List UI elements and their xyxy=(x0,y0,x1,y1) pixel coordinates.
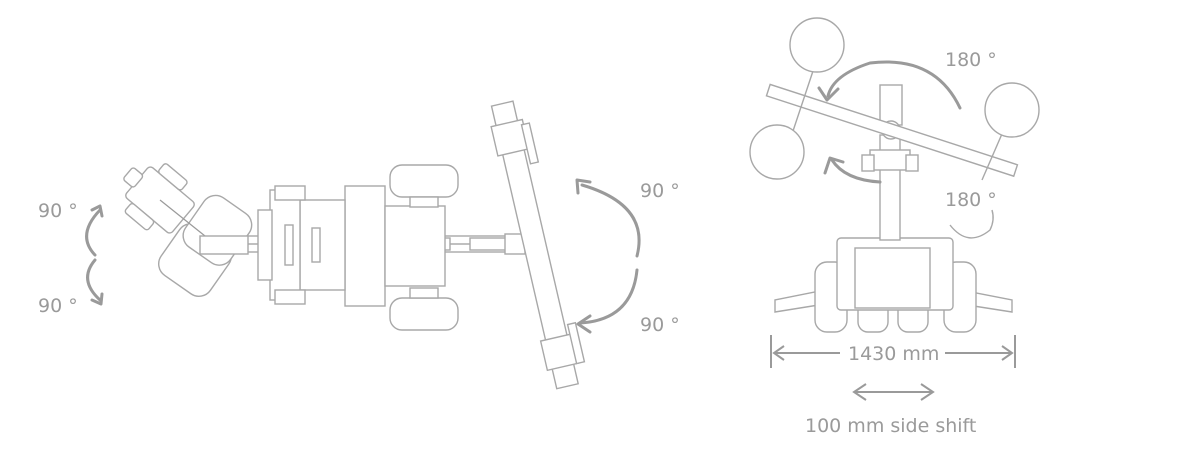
front-view-machine xyxy=(749,17,1040,333)
chassis xyxy=(344,185,386,307)
wheel-bottom xyxy=(389,297,459,331)
width-dimension xyxy=(770,335,1016,368)
left-rotate-up-label: 90 ° xyxy=(38,200,78,222)
wheel-top xyxy=(389,164,459,198)
right-rotate-down-label: 90 ° xyxy=(640,314,680,336)
left-rotation-arrows xyxy=(85,204,104,306)
left-rotate-down-label: 90 ° xyxy=(38,295,78,317)
suction-cup-3 xyxy=(984,82,1040,138)
suction-cup-1 xyxy=(789,17,845,73)
side-shift-label: 100 mm side shift xyxy=(805,415,976,437)
top-rotation-arrows xyxy=(817,60,962,184)
right-rotate-up-label: 90 ° xyxy=(640,180,680,202)
suction-cup-2 xyxy=(749,124,805,180)
side-shift-arrow xyxy=(852,383,935,401)
top-rotate-inner-label: 180 ° xyxy=(945,189,997,211)
lifting-bar xyxy=(490,100,580,390)
top-rotate-outer-label: 180 ° xyxy=(945,49,997,71)
width-dimension-label: 1430 mm xyxy=(848,343,939,365)
cup-beam xyxy=(765,83,1019,178)
top-view-machine xyxy=(123,100,586,390)
right-rotation-arrows xyxy=(575,178,641,334)
